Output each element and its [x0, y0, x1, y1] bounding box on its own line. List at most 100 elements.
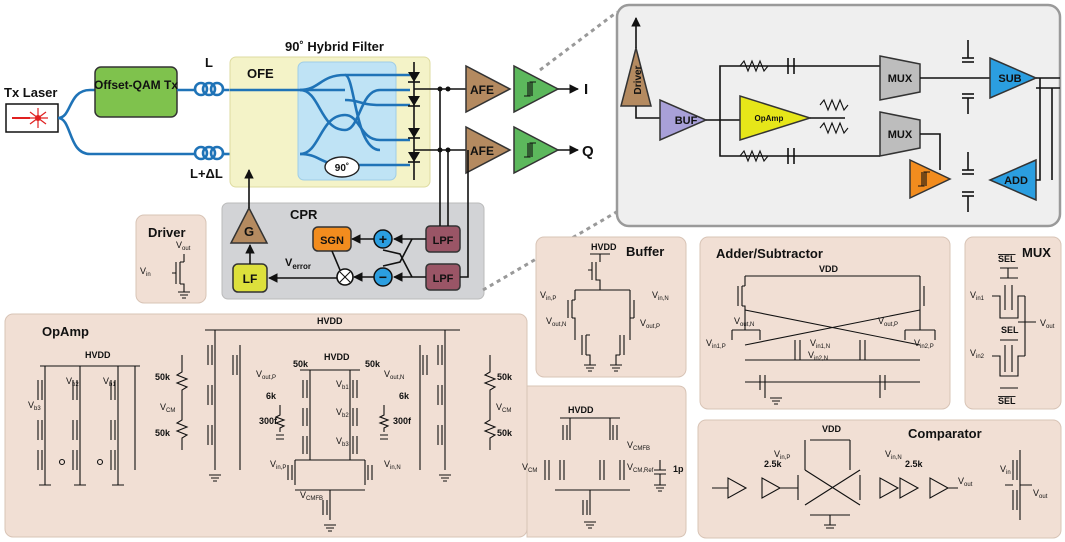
opamp-r50k-6: 50k [497, 428, 513, 438]
mux-sel-top: SEL [998, 254, 1016, 264]
output-q: Q [582, 143, 594, 160]
comparator-r-right: 2.5k [905, 459, 924, 469]
mux-title: MUX [1022, 245, 1051, 260]
mux-panel [964, 236, 1062, 410]
svg-text:LPF: LPF [433, 273, 454, 285]
cmfb-cap: 1p [673, 464, 684, 474]
fiber-coil-l [193, 81, 225, 97]
opamp-r50k-4: 50k [365, 359, 381, 369]
afe-i [465, 64, 512, 114]
svg-text:MUX: MUX [888, 129, 913, 141]
zoom-resistor-top [739, 59, 769, 73]
fiber-lower [57, 116, 196, 156]
g-label: G [244, 224, 254, 239]
comparator-r-left: 2.5k [764, 459, 783, 469]
afe-i-label: AFE [470, 83, 494, 97]
addsub-panel [699, 236, 951, 410]
svg-text:SUB: SUB [998, 73, 1021, 85]
opamp-r6k-2: 6k [399, 391, 410, 401]
opamp-c300f-2: 300f [393, 416, 412, 426]
svg-text:Driver: Driver [633, 65, 644, 94]
opamp-hvdd-top: HVDD [317, 316, 343, 326]
zoom-comparator [909, 158, 952, 200]
buffer-panel [535, 236, 687, 378]
cpr-block [221, 202, 485, 300]
afe-q-label: AFE [470, 144, 494, 158]
comparator-title: Comparator [908, 426, 982, 441]
output-i: I [584, 81, 588, 98]
driver-vout: Vout [176, 240, 191, 252]
comparator-i [513, 64, 560, 114]
buffer-vinp: Vin,P [540, 290, 556, 302]
mux-sel-bottom: SEL [998, 396, 1016, 406]
opamp-bias-schematic [37, 365, 140, 486]
buffer-schematic [567, 253, 635, 372]
zoom-mux-bottom [879, 111, 921, 157]
fiber-coil-l-dl [193, 145, 225, 161]
lf-label: LF [243, 272, 258, 286]
opamp-c300f-1: 300f [259, 416, 278, 426]
cmfb-hvdd: HVDD [568, 405, 594, 415]
zoom-buf [659, 98, 708, 142]
opamp-r50k-2: 50k [155, 428, 171, 438]
buffer-title: Buffer [626, 244, 664, 259]
svg-text:BUF: BUF [675, 115, 698, 127]
addsub-vdd: VDD [819, 264, 839, 274]
fiber-l-dl-label: L+ΔL [190, 166, 223, 181]
svg-text:OpAmp: OpAmp [755, 114, 784, 123]
tx-laser-label: Tx Laser [4, 85, 57, 100]
sgn-label: SGN [320, 235, 344, 247]
opamp-r6k-1: 6k [266, 391, 277, 401]
zoom-opamp [739, 94, 813, 142]
fiber-l-label: L [205, 55, 213, 70]
cmfb-schematic [544, 417, 666, 529]
ninety-degree-block [324, 156, 360, 178]
cpr-label: CPR [290, 207, 318, 222]
buffer-voutn: Vout,N [546, 316, 566, 328]
ofe-label: OFE [247, 66, 274, 81]
g-block [229, 206, 269, 244]
buffer-hvdd: HVDD [591, 242, 617, 252]
svg-text:LPF: LPF [433, 235, 454, 247]
photodiodes [408, 62, 420, 180]
opamp-core-schematic [175, 329, 497, 532]
ninety-label: 90˚ [335, 162, 349, 174]
mux-schematic [992, 267, 1036, 389]
comparator-q [513, 125, 560, 175]
driver-transistor [172, 254, 190, 299]
opamp-r50k-3: 50k [293, 359, 309, 369]
svg-text:−: − [379, 269, 387, 285]
zoom-caps [962, 40, 974, 212]
svg-text:+: + [379, 231, 387, 247]
opamp-hvdd-mid: HVDD [324, 352, 350, 362]
zoom-resistor-bottom [739, 149, 769, 163]
zoom-panel [615, 3, 1062, 228]
zoom-mux-top [879, 55, 921, 101]
comparator-inv-vin: Vin [1000, 464, 1011, 476]
laser-icon [12, 108, 48, 128]
verror-label: Verror [285, 257, 311, 271]
cmfb-panel [526, 385, 687, 538]
opamp-r50k-5: 50k [497, 372, 513, 382]
driver-vin: Vin [140, 266, 151, 278]
svg-text:MUX: MUX [888, 73, 913, 85]
addsub-schematic [731, 275, 936, 405]
mux-sel-mid: SEL [1001, 325, 1019, 335]
opamp-hvdd-left: HVDD [85, 350, 111, 360]
opamp-r50k-1: 50k [155, 372, 171, 382]
comparator-schematic [712, 439, 1032, 529]
afe-q [465, 125, 512, 175]
offset-qam-box [94, 66, 178, 118]
fiber-upper [57, 88, 95, 120]
buffer-vinn: Vin,N [652, 290, 669, 302]
driver-panel [135, 214, 207, 304]
svg-text:ADD: ADD [1004, 175, 1028, 187]
zoom-sub [989, 56, 1038, 100]
offset-qam-label: Offset-QAM Tx [94, 78, 178, 92]
opamp-title: OpAmp [42, 324, 89, 339]
buffer-voutp: Vout,P [640, 318, 660, 330]
comparator-vdd: VDD [822, 424, 842, 434]
driver-title: Driver [148, 225, 186, 240]
addsub-title: Adder/Subtractor [716, 246, 823, 261]
